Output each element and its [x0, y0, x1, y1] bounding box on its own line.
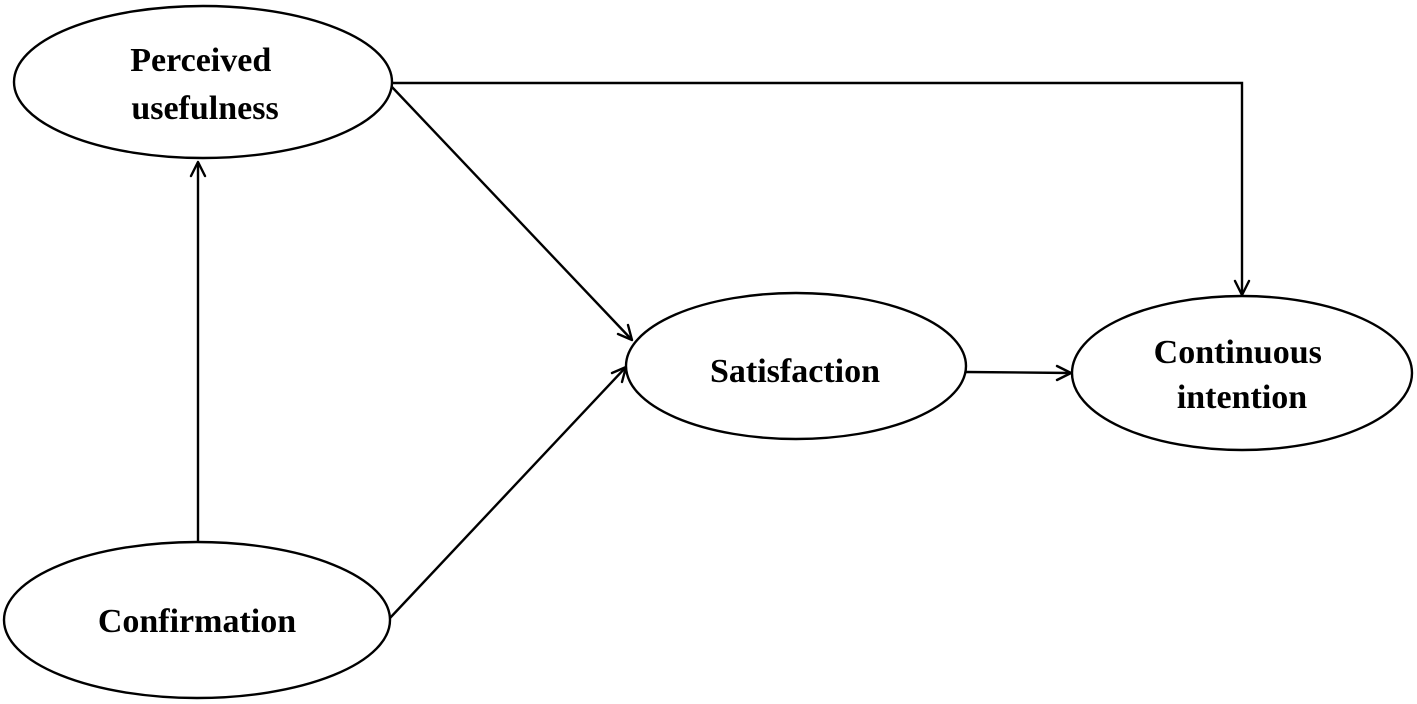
edges [189, 81, 1251, 619]
edge-satisfaction-to-continuous-intention [965, 364, 1073, 382]
edge-confirmation-to-perceived-usefulness [189, 160, 207, 542]
node-label-line: Confirmation [98, 603, 296, 640]
node-satisfaction: Satisfaction [624, 291, 968, 441]
node-label-line: Continuous [1154, 334, 1322, 371]
node-perceived-usefulness: Perceived usefulness [12, 4, 394, 160]
node-label-line: usefulness [131, 90, 278, 127]
arrowhead-icon [616, 323, 634, 342]
node-label-line: intention [1177, 379, 1307, 416]
node-label-line: Satisfaction [710, 353, 880, 390]
node-label-line: Perceived [130, 42, 271, 79]
edge-confirmation-to-satisfaction [389, 365, 628, 619]
edge-perceived-usefulness-to-satisfaction [391, 86, 634, 342]
svg-text:Perceived usefulness: Perceived usefulness [130, 42, 279, 127]
svg-text:Continuous intention: Continuous intention [1154, 334, 1331, 416]
node-continuous-intention: Continuous intention [1070, 294, 1414, 452]
arrowhead-icon [189, 160, 207, 178]
node-confirmation: Confirmation [2, 540, 392, 700]
edge-perceived-usefulness-to-continuous-intention [392, 81, 1251, 297]
svg-text:Confirmation: Confirmation [98, 603, 296, 640]
svg-text:Satisfaction: Satisfaction [710, 353, 880, 390]
